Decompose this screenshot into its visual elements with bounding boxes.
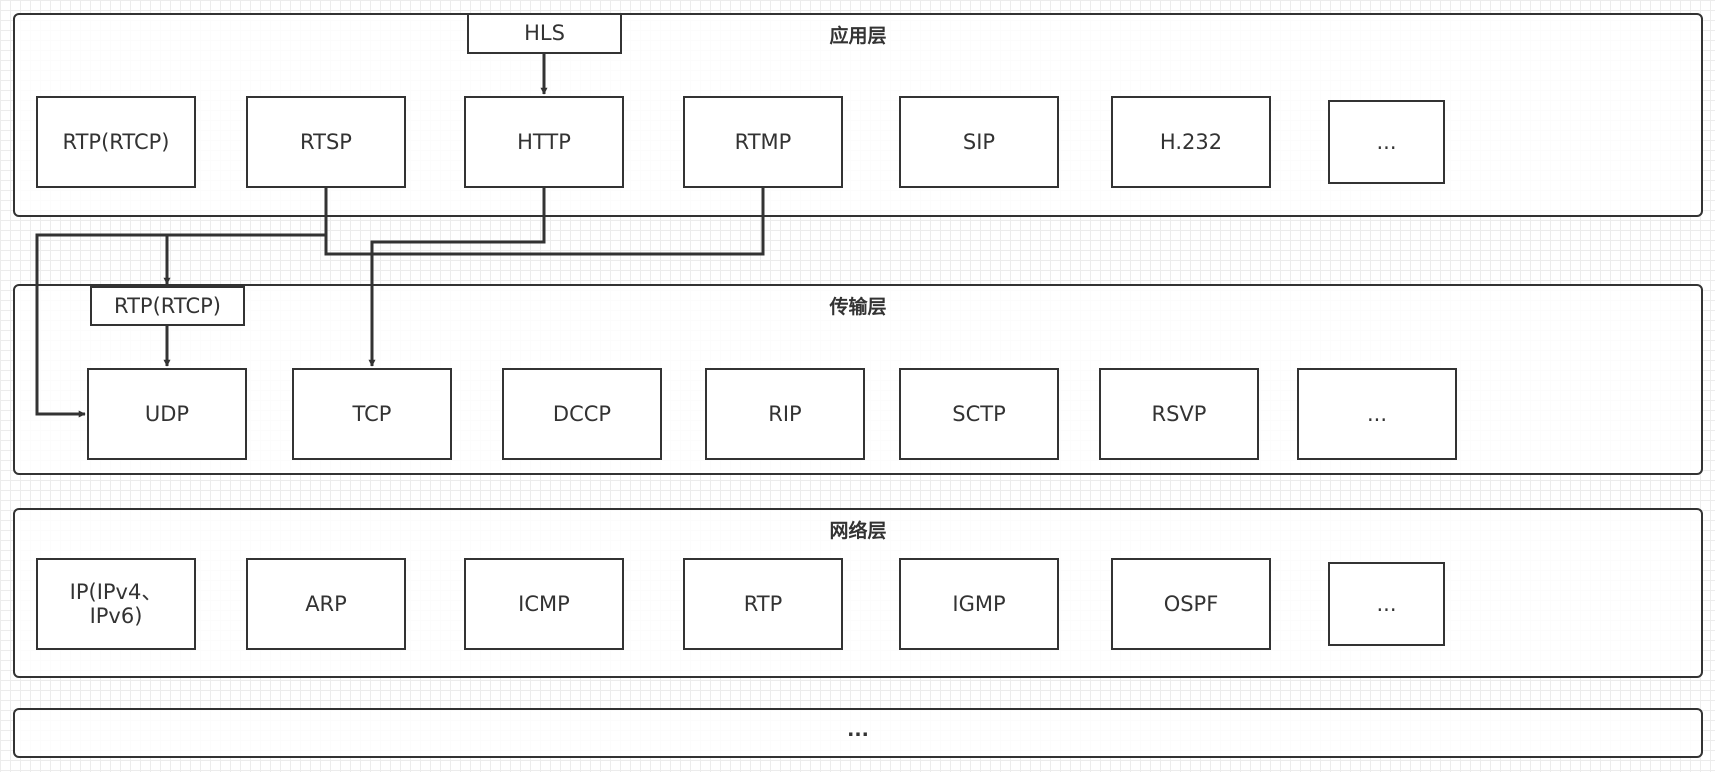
transport-box-dccp[interactable]: DCCP: [502, 368, 662, 460]
rtp-rtcp-transport-box[interactable]: RTP(RTCP): [90, 286, 245, 326]
network-box-igmp[interactable]: IGMP: [899, 558, 1059, 650]
transport-layer-title: 传输层: [829, 296, 887, 318]
network-box-rtp[interactable]: RTP: [683, 558, 843, 650]
bottom-layer-title: ...: [847, 719, 869, 741]
network-box-ellipsis[interactable]: ...: [1328, 562, 1445, 646]
app-box-h232[interactable]: H.232: [1111, 96, 1271, 188]
transport-box-rip[interactable]: RIP: [705, 368, 865, 460]
transport-box-ellipsis[interactable]: ...: [1297, 368, 1457, 460]
app-box-rtsp[interactable]: RTSP: [246, 96, 406, 188]
app-box-http[interactable]: HTTP: [464, 96, 624, 188]
network-box-icmp[interactable]: ICMP: [464, 558, 624, 650]
network-box-ospf[interactable]: OSPF: [1111, 558, 1271, 650]
app-box-rtp-rtcp[interactable]: RTP(RTCP): [36, 96, 196, 188]
transport-box-sctp[interactable]: SCTP: [899, 368, 1059, 460]
network-layer-title: 网络层: [829, 520, 887, 542]
application-layer-title: 应用层: [829, 25, 887, 47]
app-box-rtmp[interactable]: RTMP: [683, 96, 843, 188]
app-box-sip[interactable]: SIP: [899, 96, 1059, 188]
app-box-ellipsis[interactable]: ...: [1328, 100, 1445, 184]
bottom-layer[interactable]: ...: [13, 708, 1703, 758]
transport-box-rsvp[interactable]: RSVP: [1099, 368, 1259, 460]
network-box-ip[interactable]: IP(IPv4、 IPv6): [36, 558, 196, 650]
transport-box-udp[interactable]: UDP: [87, 368, 247, 460]
hls-box[interactable]: HLS: [467, 13, 622, 54]
network-box-arp[interactable]: ARP: [246, 558, 406, 650]
transport-box-tcp[interactable]: TCP: [292, 368, 452, 460]
